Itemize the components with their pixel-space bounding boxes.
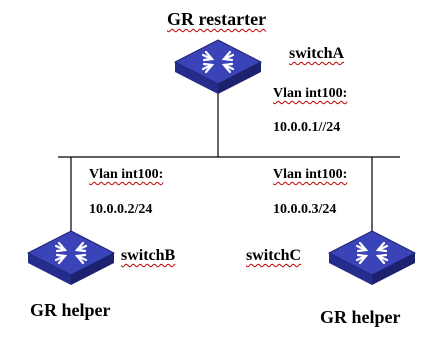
switch-b-icon[interactable] <box>26 229 116 287</box>
gr-restarter-label: GR restarter <box>167 9 267 29</box>
switch-b-role: GR helper <box>30 300 111 320</box>
switch-c-role: GR helper <box>320 307 401 327</box>
switch-a-icon[interactable] <box>173 38 263 96</box>
switch-a-vlan: Vlan int100: <box>273 86 348 101</box>
switch-c-vlan: Vlan int100: <box>273 167 348 182</box>
switch-c-name: switchC <box>246 247 302 264</box>
switch-b-vlan: Vlan int100: <box>89 167 164 182</box>
switch-a-ip: 10.0.0.1//24 <box>273 120 341 135</box>
switch-c-icon[interactable] <box>327 229 417 287</box>
switch-b-name: switchB <box>121 247 176 264</box>
switch-c-ip: 10.0.0.3/24 <box>273 202 337 217</box>
switch-b-ip: 10.0.0.2/24 <box>89 202 153 217</box>
switch-a-name: switchA <box>289 45 345 62</box>
